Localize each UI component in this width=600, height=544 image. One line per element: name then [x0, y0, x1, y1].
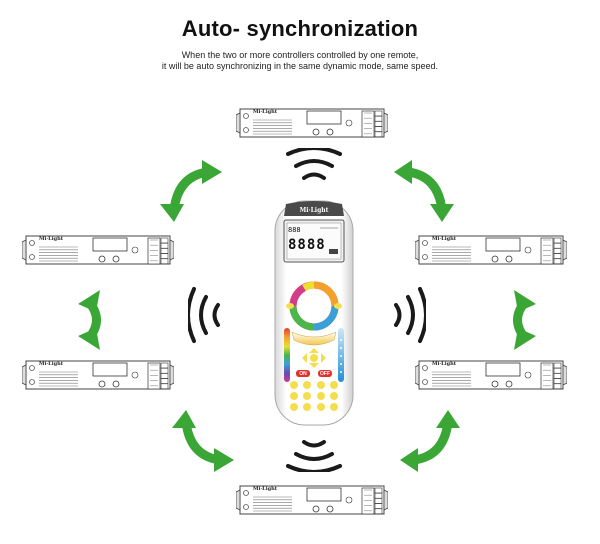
controller-body [415, 235, 567, 265]
controller-brand: Mi·Light [39, 236, 64, 242]
remote-body [274, 200, 354, 426]
remote-key-off[interactable]: OFF [320, 371, 330, 377]
controller-body [236, 108, 388, 138]
page-title: Auto- synchronization [181, 16, 419, 41]
controller-bottom: Mi·Light [236, 480, 388, 520]
sync-arrow-right-middle-icon [513, 290, 536, 350]
controller-brand: Mi·Light [39, 361, 64, 367]
controller-brand: Mi·Light [253, 486, 278, 492]
signal-wave-right-icon [394, 287, 426, 343]
remote-lcd-small: 888 [288, 226, 301, 234]
controller-right-upper: Mi·Light [415, 230, 567, 270]
subtitle-line-2: it will be auto synchronizing in the sam… [161, 61, 439, 71]
controller-brand: Mi·Light [253, 109, 278, 115]
controller-left-lower: Mi·Light [22, 355, 174, 395]
controller-left-upper: Mi·Light [22, 230, 174, 270]
controller-right-lower: Mi·Light [415, 355, 567, 395]
subtitle-line-1: When the two or more controllers control… [181, 50, 419, 60]
sync-arrow-top-left-icon [160, 160, 222, 222]
signal-wave-bottom-icon [286, 440, 342, 472]
remote-control: Mi·Light 888 8888 ON OFF [274, 200, 354, 426]
controller-body [22, 235, 174, 265]
sync-arrow-left-middle-icon [78, 290, 101, 350]
sync-arrow-top-right-icon [394, 160, 454, 222]
sync-arrow-bottom-left-icon [172, 410, 234, 472]
signal-wave-left-icon [188, 287, 220, 343]
controller-body [22, 360, 174, 390]
sync-arrow-bottom-right-icon [400, 410, 460, 472]
controller-body [415, 360, 567, 390]
remote-key-on[interactable]: ON [299, 371, 307, 377]
remote-lcd-digits: 8888 [288, 237, 326, 253]
page-subtitle: When the two or more controllers control… [0, 50, 600, 72]
controller-brand: Mi·Light [432, 236, 457, 242]
controller-brand: Mi·Light [432, 361, 457, 367]
controller-top: Mi·Light [236, 103, 388, 143]
remote-brand: Mi·Light [299, 207, 329, 214]
controller-body [236, 485, 388, 515]
signal-wave-top-icon [286, 148, 342, 180]
